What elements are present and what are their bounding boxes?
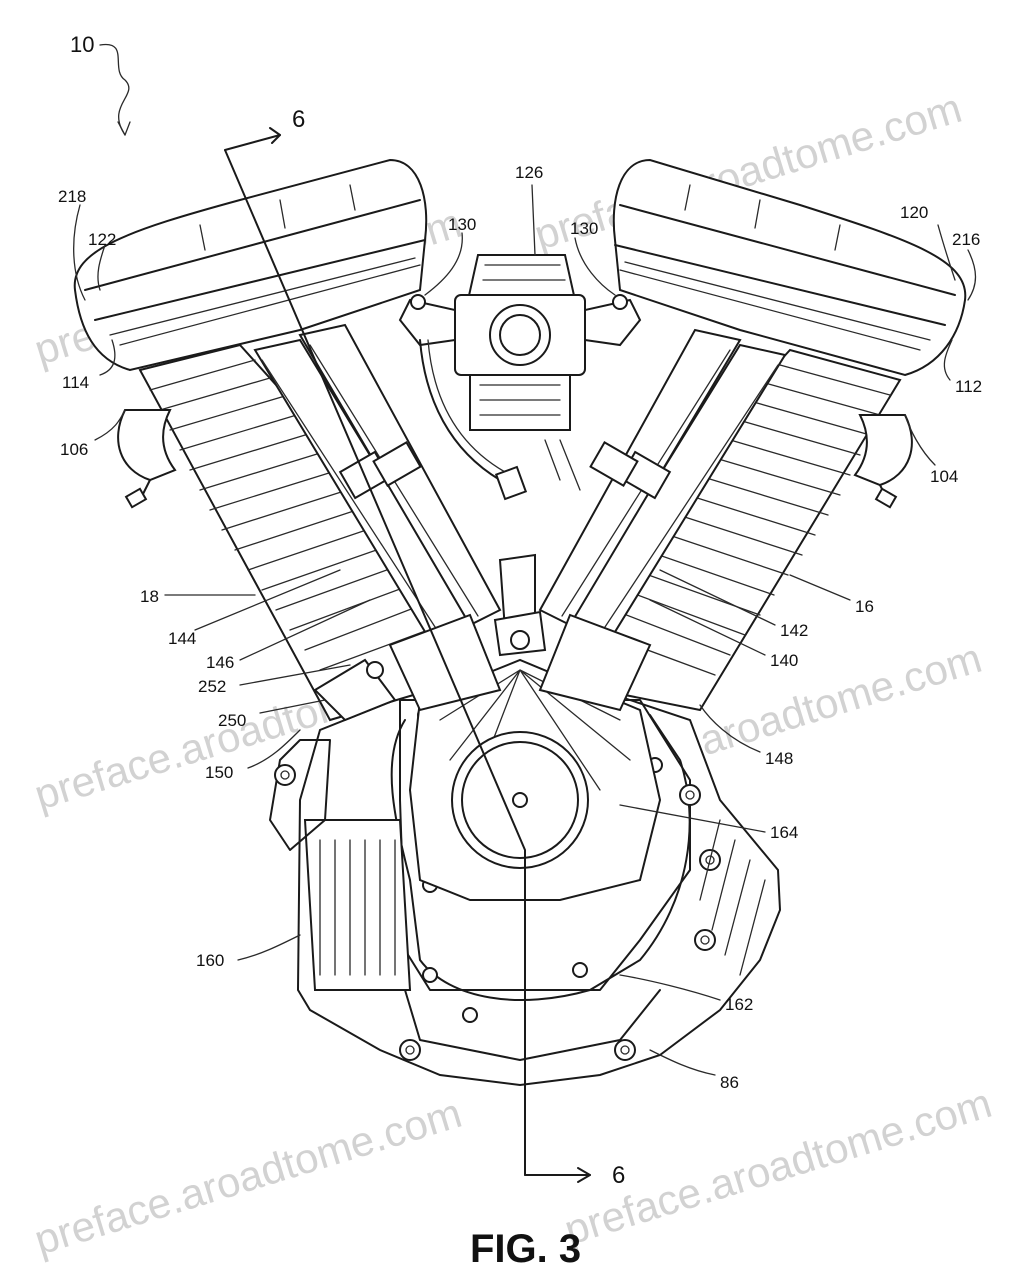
ref-112: 112 (955, 377, 982, 396)
reference-numerals: 10 218 122 114 106 126 130 130 120 216 1… (58, 32, 982, 1092)
ref-164: 164 (770, 823, 798, 842)
section-label-top: 6 (292, 106, 305, 133)
figure-title: FIG. 3 (470, 1227, 581, 1271)
timing-cover (408, 658, 662, 901)
watermark: preface.aroadtome.com (29, 1089, 467, 1264)
ref-144: 144 (168, 629, 196, 648)
ref-140: 140 (770, 651, 798, 670)
ref-126: 126 (515, 163, 543, 182)
ref-250: 250 (218, 711, 246, 730)
ref-252: 252 (198, 677, 226, 696)
ref-130-right: 130 (570, 219, 598, 238)
housing-bolts (274, 707, 721, 1061)
section-line: 6 6 (224, 106, 625, 1189)
leader-lines (73, 43, 977, 1076)
front-cylinder (73, 158, 502, 722)
ref-120: 120 (900, 203, 928, 222)
ref-216: 216 (952, 230, 980, 249)
ref-142: 142 (780, 621, 808, 640)
ref-86: 86 (720, 1073, 739, 1092)
ref-18: 18 (140, 587, 159, 606)
ref-106: 106 (60, 440, 88, 459)
center-breather (493, 553, 547, 657)
ref-148: 148 (765, 749, 793, 768)
ref-104: 104 (930, 467, 958, 486)
rear-cylinder (538, 158, 967, 712)
ref-162: 162 (725, 995, 753, 1014)
ref-146: 146 (206, 653, 234, 672)
ref-218: 218 (58, 187, 86, 206)
section-label-bottom: 6 (612, 1162, 625, 1189)
carburetor (398, 254, 642, 501)
ref-114: 114 (62, 373, 89, 392)
ref-10: 10 (70, 32, 94, 57)
ref-130-left: 130 (448, 215, 476, 234)
ref-160: 160 (196, 951, 224, 970)
ref-122: 122 (88, 230, 116, 249)
ref-150: 150 (205, 763, 233, 782)
ref-16: 16 (855, 597, 874, 616)
